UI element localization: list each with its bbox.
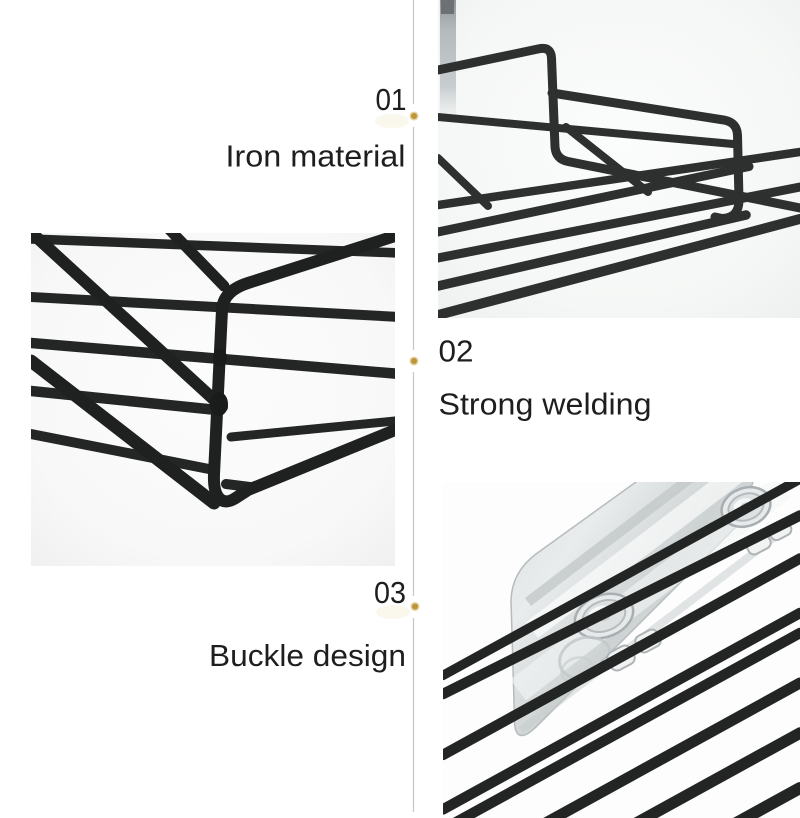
svg-text:Strong welding: Strong welding <box>439 387 652 422</box>
svg-text:03: 03 <box>374 575 406 610</box>
svg-text:02: 02 <box>439 333 474 368</box>
svg-text:Buckle design: Buckle design <box>209 638 406 673</box>
svg-text:Iron material: Iron material <box>226 138 406 173</box>
svg-text:01: 01 <box>376 82 407 117</box>
